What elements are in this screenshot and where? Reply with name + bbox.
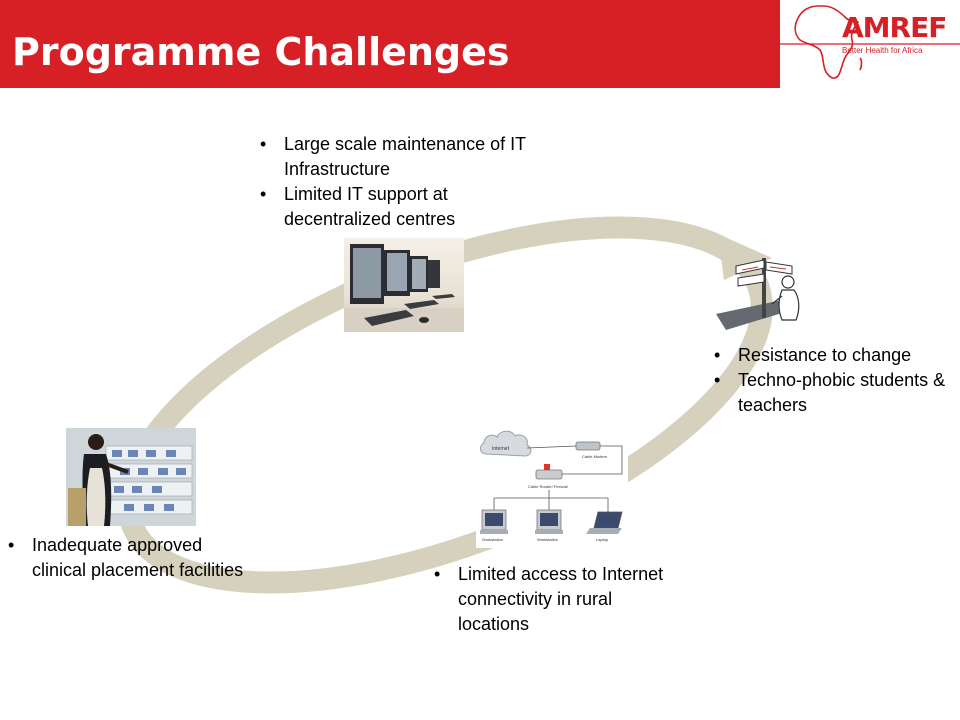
- placement-bullets: Inadequate approved clinical placement f…: [6, 533, 246, 583]
- signpost-figure-illustration: [712, 254, 808, 334]
- laptop-icon: [593, 511, 623, 529]
- router-label: Cable Router/ Firewall: [528, 484, 568, 489]
- logo-name: AMREF: [842, 11, 947, 44]
- computer-lab-photo: [344, 238, 464, 332]
- ring-arrow-right: [718, 234, 772, 280]
- network-diagram: Internet Cable Modem Cable Router/ Firew…: [476, 424, 628, 548]
- logo-tagline: Better Health for Africa: [842, 46, 923, 55]
- bullet-item: Limited IT support at decentralized cent…: [258, 182, 538, 232]
- laptop-label: Laptop: [596, 537, 609, 542]
- amref-logo: [780, 0, 960, 88]
- internet-cloud-icon: [479, 430, 532, 457]
- infrastructure-bullets: Large scale maintenance of IT Infrastruc…: [258, 132, 538, 232]
- workstation-label: Workstation: [537, 537, 558, 542]
- bullet-item: Resistance to change: [712, 343, 960, 368]
- modem-label: Cable Modem: [582, 454, 608, 459]
- slide-title: Programme Challenges: [12, 30, 510, 74]
- bullet-item: Techno-phobic students & teachers: [712, 368, 960, 418]
- cable-modem-icon: [575, 441, 601, 451]
- bullet-item: Inadequate approved clinical placement f…: [6, 533, 246, 583]
- router-firewall-icon: [535, 469, 563, 480]
- bullet-item: Limited access to Internet connectivity …: [432, 562, 672, 637]
- bullet-item: Large scale maintenance of IT Infrastruc…: [258, 132, 538, 182]
- change-bullets: Resistance to change Techno-phobic stude…: [712, 343, 960, 418]
- connectivity-bullets: Limited access to Internet connectivity …: [432, 562, 672, 637]
- africa-outline-icon: [780, 5, 960, 79]
- clinical-placement-photo: [66, 428, 196, 526]
- internet-label: Internet: [492, 446, 510, 452]
- workstation-label: Workstation: [482, 537, 503, 542]
